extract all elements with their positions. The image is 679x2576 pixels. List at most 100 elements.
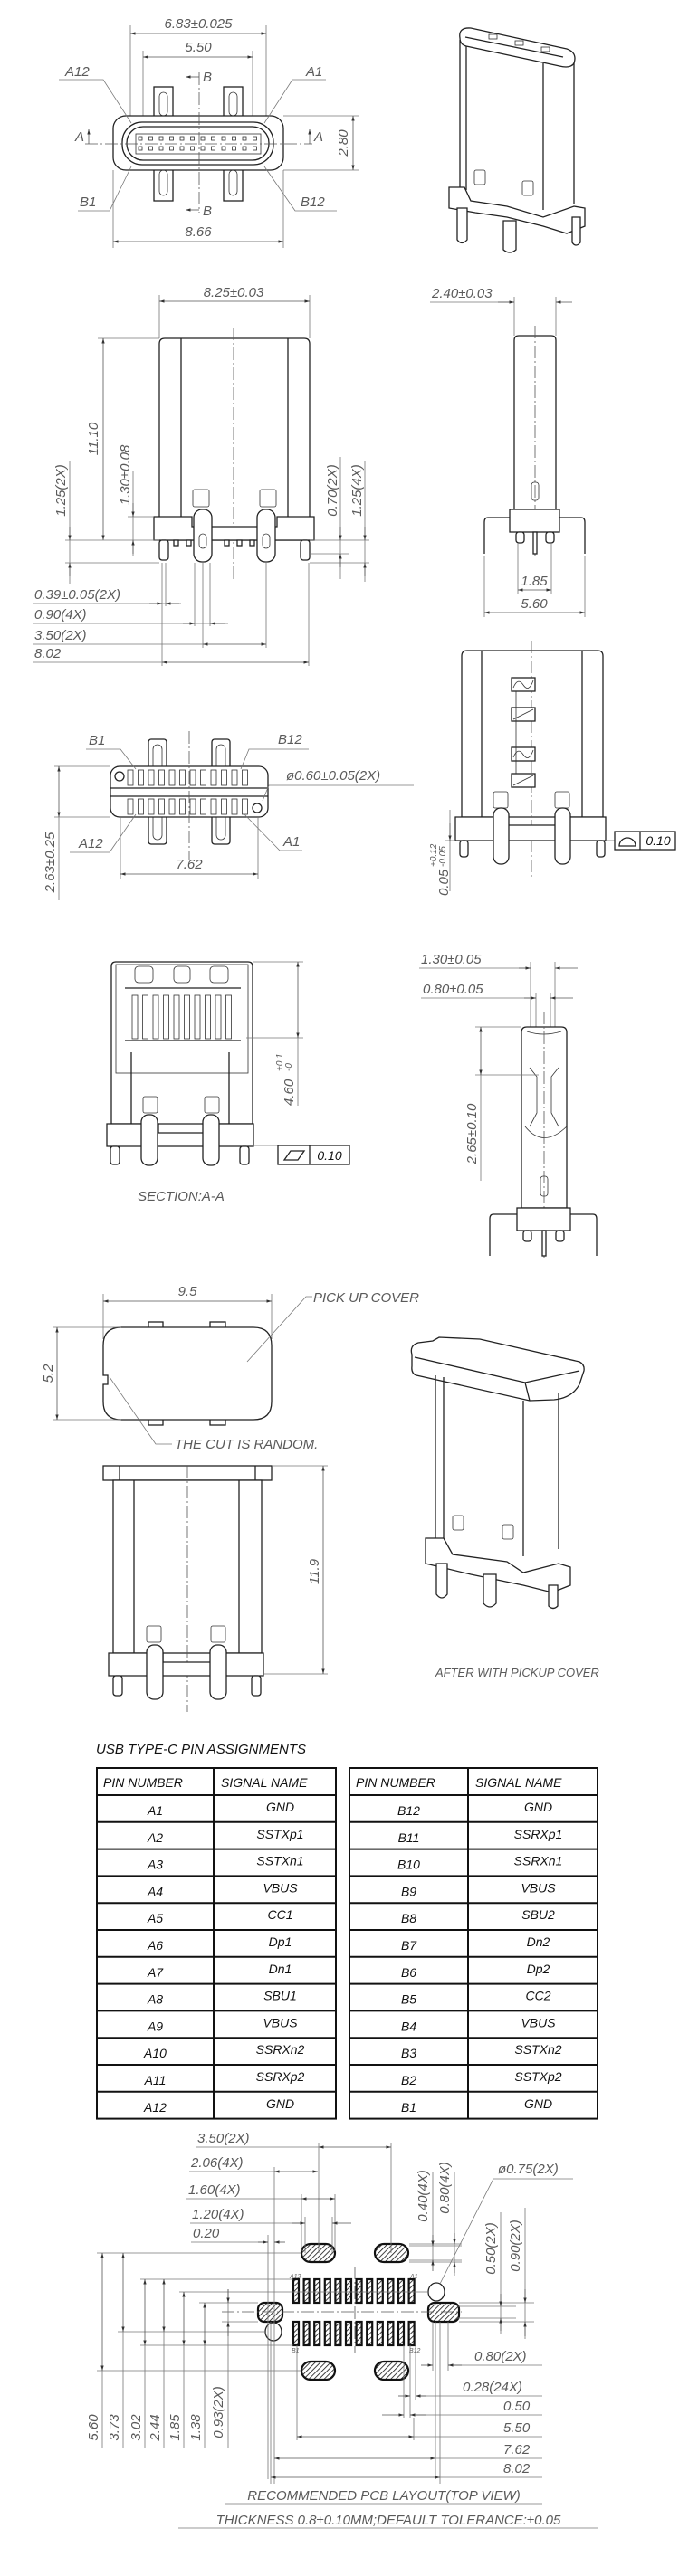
pcb-layout-caption: RECOMMENDED PCB LAYOUT(TOP VIEW) [247, 2488, 520, 2504]
locating-hole-right [252, 803, 263, 813]
table-row: B11 SSRXp1 [398, 1827, 563, 1845]
smt-pin [224, 539, 230, 547]
dim-slot-pitch: 3.50(2X) [197, 2131, 250, 2146]
signal-name: Dn2 [527, 1934, 550, 1949]
section-a-a-view: 4.60 +0.1 -0 0.10 SECTION:A-A [106, 961, 350, 1204]
signal-name: CC2 [525, 1989, 550, 2003]
pin-b12-label: B12 [278, 732, 302, 747]
signal-pad-row-a [323, 2277, 331, 2305]
signal-name: VBUS [263, 1880, 298, 1895]
signal-name: SSTXp2 [514, 2069, 561, 2084]
pin-number: B1 [401, 2100, 416, 2115]
signal-name: SSTXn1 [256, 1854, 303, 1868]
npth-hole-left [264, 2322, 282, 2342]
contact-bottom [138, 146, 143, 151]
dim-v-1-38: 1.38 [188, 2414, 204, 2441]
dim-leg-span: 5.60 [521, 596, 548, 612]
side-view: 2.40±0.03 1.85 5.60 [430, 286, 586, 617]
signal-name: GND [266, 2096, 294, 2111]
signal-name: SSTXp1 [256, 1827, 303, 1841]
section-contact [184, 994, 190, 1040]
rear-view: 8.25±0.03 11.10 1.30±0.08 1.25(2X) 0.70(… [33, 285, 369, 666]
signal-pad-row-a [302, 2277, 311, 2305]
contact-top [190, 136, 195, 141]
profile-tolerance-value: 0.10 [646, 833, 670, 848]
pickup-cover-top-view: 9.5 5.2 PICK UP COVER THE CUT IS RANDOM. [41, 1284, 419, 1452]
table-row: B7 Dn2 [401, 1934, 550, 1953]
pin-slot-top [168, 769, 176, 786]
flange-outline [112, 115, 284, 171]
signal-name: SBU2 [521, 1907, 555, 1922]
pcb-thickness-note: THICKNESS 0.8±0.10MM;DEFAULT TOLERANCE:±… [216, 2513, 561, 2528]
dim-slot-inner-width: 0.40(4X) [416, 2170, 431, 2222]
pin-a1-label: A1 [305, 64, 322, 80]
dim-slot-width: 0.80(4X) [437, 2162, 453, 2214]
contact-array [138, 136, 257, 151]
dim-pad-span: 5.50 [503, 2420, 531, 2436]
contact-top [138, 136, 143, 141]
signal-pad-row-a [407, 2277, 416, 2305]
signal-name: SSRXn1 [514, 1854, 563, 1868]
dim-slot-offset: 2.06(4X) [190, 2155, 244, 2171]
dim-outer-thickness: 1.30±0.05 [421, 952, 482, 967]
profile-view: 0.10 0.05 +0.12 -0.05 [429, 641, 676, 896]
table-border [349, 1767, 598, 2120]
side-slot-right [426, 2301, 461, 2324]
dim-tab-pitch: 3.50(2X) [34, 628, 87, 643]
signal-name: SSRXp1 [514, 1827, 563, 1841]
signal-name: VBUS [521, 2015, 556, 2029]
signal-name: Dn1 [269, 1962, 292, 1976]
iso-caption: AFTER WITH PICKUP COVER [435, 1666, 599, 1679]
pin-number: B10 [397, 1858, 420, 1872]
section-contact [194, 994, 201, 1040]
dim-shell-height: 2.80 [336, 129, 351, 157]
locating-hole-left [114, 771, 125, 782]
pin-number: A1 [147, 1803, 163, 1818]
contact-top [232, 136, 236, 141]
pin-number: B11 [398, 1830, 420, 1845]
dim-v-2-44: 2.44 [148, 2414, 163, 2441]
dim-pad-pitch: 0.50 [503, 2399, 531, 2414]
signal-name: SSRXn2 [256, 2042, 305, 2057]
signal-name: Dp2 [527, 1962, 550, 1976]
section-contact [173, 994, 180, 1040]
contact-top [221, 136, 226, 141]
pin-number: B3 [401, 2046, 416, 2060]
pin-number: A11 [144, 2073, 167, 2087]
header-pin-number: PIN NUMBER [356, 1775, 435, 1790]
profile-tolerance-frame [614, 831, 676, 851]
section-contact [131, 994, 139, 1040]
dim-v-0-93: 0.93(2X) [211, 2386, 226, 2438]
table-row: B10 SSRXn1 [397, 1854, 562, 1872]
side-slot-left [256, 2301, 284, 2324]
section-caption: SECTION:A-A [138, 1189, 225, 1204]
dim-standoff-lower: -0.05 [438, 846, 448, 867]
signal-pad-row-b [334, 2320, 342, 2347]
pin-slot-top [231, 769, 238, 786]
pin-number: B12 [397, 1803, 420, 1818]
pin-a1-label: A1 [282, 834, 300, 850]
bottom-view: B1 B12 ø0.60±0.05(2X) A12 A1 2.63±0.25 7… [43, 731, 414, 900]
pickup-cover-front-view: 11.9 [102, 1465, 328, 1712]
dim-leg-pitch: 1.85 [521, 574, 548, 589]
signal-pad-row-a [397, 2277, 406, 2305]
side-section-view: 1.30±0.05 0.80±0.05 2.65±0.10 [419, 952, 598, 1258]
dim-hole-span: 7.62 [503, 2442, 531, 2457]
pin-number: B7 [401, 1938, 417, 1953]
dim-base-height: 1.30±0.08 [118, 444, 133, 505]
dim-side-width: 0.90(2X) [508, 2220, 523, 2272]
dim-peg-length-right: 1.25(4X) [349, 464, 365, 517]
isometric-view [448, 27, 586, 253]
dim-tab-width: 0.90(4X) [34, 607, 87, 623]
dim-body-width: 8.25±0.03 [204, 285, 264, 300]
contact-bottom [179, 146, 185, 151]
dim-cover-height: 5.2 [41, 1364, 56, 1383]
